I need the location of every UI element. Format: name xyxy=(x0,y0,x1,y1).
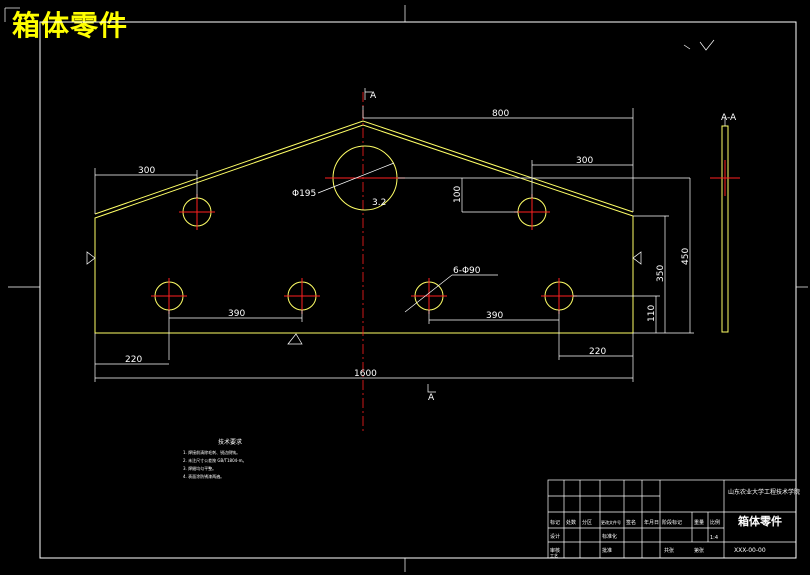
dim-390l-label: 390 xyxy=(228,309,245,319)
section-view-part xyxy=(721,125,729,333)
tb-label-scale: 比例 xyxy=(710,519,720,526)
roughness-left xyxy=(86,251,96,265)
sheet-border xyxy=(39,21,797,559)
tb-label-change: 更改文件号 xyxy=(601,519,621,525)
tb-label-design: 设计 xyxy=(550,533,560,540)
dim-800-label: 800 xyxy=(492,109,509,119)
dim-1600-label: 1600 xyxy=(354,369,377,379)
roughness-bottom xyxy=(287,333,303,345)
tb-label-date: 年月日 xyxy=(644,519,659,526)
dim-220r-label: 220 xyxy=(589,347,606,357)
tb-label-total: 共张 xyxy=(664,547,674,554)
holes-leader xyxy=(404,274,453,313)
section-marker-bottom xyxy=(427,384,436,393)
section-bottom-label: A xyxy=(428,393,435,403)
title-block-part-name: 箱体零件 xyxy=(738,514,782,528)
tb-label-approve: 批准 xyxy=(602,547,612,554)
title-block-drawing-no: XXX-00-00 xyxy=(734,547,766,554)
note-line-3: 3. 焊缝均匀平整。 xyxy=(183,465,216,471)
note-line-1: 1. 焊接前清除毛刺、锐边倒钝。 xyxy=(183,449,240,455)
notes-heading: 技术要求 xyxy=(218,438,242,446)
drawing-title: 箱体零件 xyxy=(12,9,129,42)
section-view-label: A-A xyxy=(721,113,737,123)
dim-100-label: 100 xyxy=(453,186,463,203)
note-line-4: 4. 表面涂防锈漆两遍。 xyxy=(183,473,224,479)
part-outline xyxy=(94,124,634,334)
roughness-center-label: 3.2 xyxy=(372,198,386,208)
dim-450-label: 450 xyxy=(681,248,691,265)
holes-label: 6-Φ90 xyxy=(453,266,481,276)
title-block xyxy=(547,479,797,559)
roughness-symbol-general xyxy=(699,39,715,51)
tb-label-weight: 重量 xyxy=(694,519,704,526)
dim-110-label: 110 xyxy=(647,305,657,322)
roughness-tick xyxy=(683,44,691,50)
tb-label-stage: 阶段标记 xyxy=(662,519,682,526)
dim-300l-label: 300 xyxy=(138,166,155,176)
note-line-2: 2. 未注尺寸公差按 GB/T1804-m。 xyxy=(183,457,247,463)
section-marker-top xyxy=(364,88,372,100)
dia-195-leader xyxy=(317,162,395,194)
tb-label-sheet: 第张 xyxy=(694,547,704,554)
dia-195-label: Φ195 xyxy=(292,189,316,199)
part-chamfer-edge xyxy=(94,120,634,215)
roughness-right xyxy=(632,251,642,265)
section-top-label: A xyxy=(370,91,377,101)
dim-220l-label: 220 xyxy=(125,355,142,365)
tb-label-mark: 标记 xyxy=(550,519,560,526)
dim-300r-label: 300 xyxy=(576,156,593,166)
dim-390r-label: 390 xyxy=(486,311,503,321)
tb-label-process: 工艺 xyxy=(550,553,558,558)
title-block-school: 山东农业大学工程技术学院 xyxy=(728,488,800,496)
tb-label-zone: 分区 xyxy=(582,519,592,526)
tb-label-review: 审核 xyxy=(550,547,560,554)
title-block-scale: 1:4 xyxy=(710,535,718,541)
tb-label-sign: 签名 xyxy=(626,519,636,526)
dim-350-label: 350 xyxy=(656,265,666,282)
tb-label-standard: 标准化 xyxy=(602,533,617,540)
tb-label-count: 处数 xyxy=(566,519,576,526)
